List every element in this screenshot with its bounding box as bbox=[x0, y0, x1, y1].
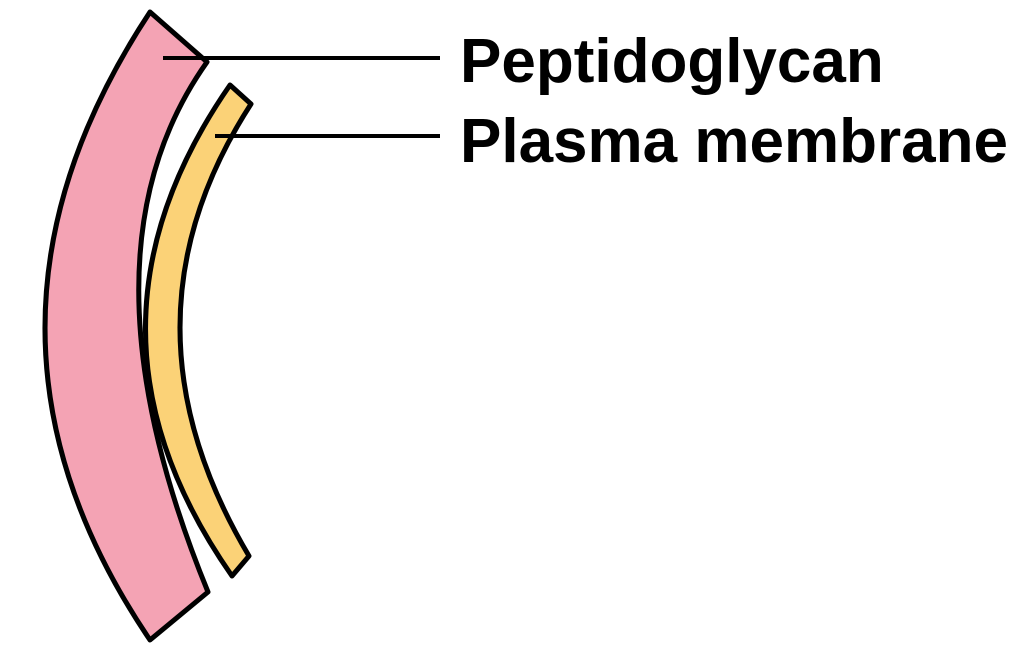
peptidoglycan-layer bbox=[45, 12, 208, 640]
plasma-membrane-label: Plasma membrane bbox=[460, 107, 1008, 176]
peptidoglycan-label: Peptidoglycan bbox=[460, 27, 884, 96]
